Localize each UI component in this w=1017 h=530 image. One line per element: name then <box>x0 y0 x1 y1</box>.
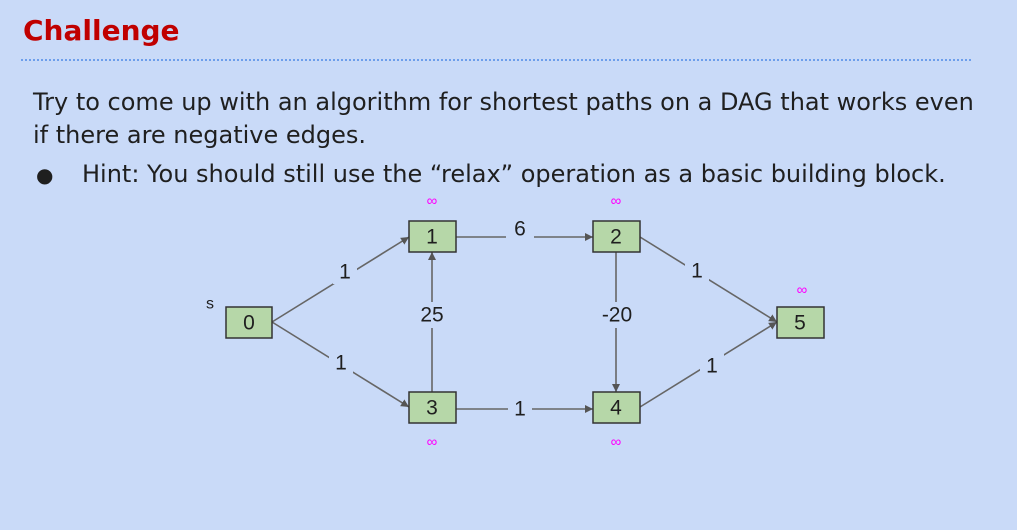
node-2-distance: ∞ <box>611 193 622 210</box>
weight-2-5: 1 <box>691 260 703 283</box>
node-1-label: 1 <box>426 226 438 249</box>
node-5-label: 5 <box>794 312 806 335</box>
hint-bullet: ● Hint: You should still use the “relax” … <box>36 158 946 192</box>
node-5: 5 <box>776 306 825 339</box>
node-3: 3 <box>408 391 457 424</box>
node-2: 2 <box>592 220 641 253</box>
weight-0-3: 1 <box>335 352 347 375</box>
node-4-distance: ∞ <box>611 434 622 451</box>
weight-2-4: -20 <box>602 304 632 327</box>
node-1: 1 <box>408 220 457 253</box>
node-0-label: 0 <box>243 312 255 335</box>
title-divider <box>21 59 971 61</box>
node-4-label: 4 <box>610 397 622 420</box>
weight-0-1: 1 <box>339 261 351 284</box>
node-1-distance: ∞ <box>427 193 438 210</box>
node-2-label: 2 <box>610 226 622 249</box>
bullet-marker: ● <box>36 163 54 187</box>
challenge-paragraph: Try to come up with an algorithm for sho… <box>33 88 974 149</box>
weight-3-1: 25 <box>420 304 443 327</box>
node-0: 0 <box>225 306 273 339</box>
hint-text: Hint: You should still use the “relax” o… <box>82 160 946 188</box>
weight-4-5: 1 <box>706 355 718 378</box>
weight-3-4: 1 <box>514 398 526 421</box>
slide-title: Challenge <box>23 14 180 47</box>
node-5-distance: ∞ <box>797 282 808 299</box>
weight-1-2: 6 <box>514 218 526 241</box>
source-label: s <box>206 296 214 313</box>
node-3-label: 3 <box>426 397 438 420</box>
node-3-distance: ∞ <box>427 434 438 451</box>
node-4: 4 <box>592 391 641 424</box>
